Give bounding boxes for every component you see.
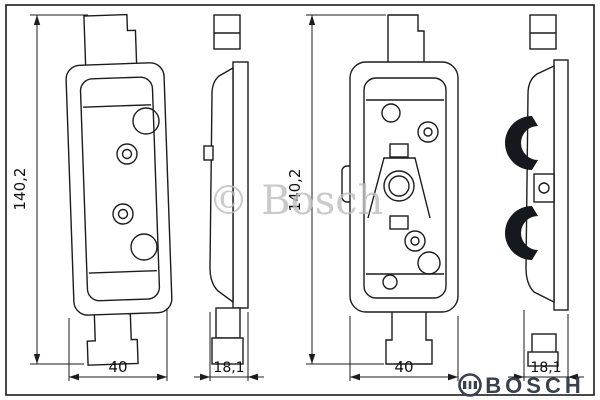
- pad2-height-label: 140,2: [286, 169, 304, 212]
- pad2-hole-bottom: [417, 251, 441, 275]
- pad1-side-view: [203, 14, 249, 365]
- pad2-height-dimension: 140,2: [286, 14, 386, 365]
- pad2-spring-wire: [367, 157, 431, 219]
- pad1-side-foot: [211, 337, 244, 365]
- pad1-thickness-label: 18,1: [213, 360, 244, 376]
- pad1-side-friction: [209, 66, 234, 304]
- pad1-front-view: [65, 13, 173, 366]
- pad2-rivet-upper: [417, 121, 439, 143]
- pad2-clip-lower: [389, 215, 409, 230]
- pad2-side-bracket: [533, 173, 555, 203]
- pad2-spring-clip-top: [505, 116, 538, 170]
- pad2-front-view: [341, 14, 459, 365]
- pad1-hole-bottom: [130, 233, 158, 261]
- pad1-side-lug: [203, 145, 214, 161]
- pad2-top-tab: [387, 14, 425, 66]
- pad1-width-dimension: 40: [68, 308, 168, 381]
- pad1-width-label: 40: [108, 358, 127, 376]
- pad2-side-top-tab: [529, 14, 557, 50]
- pad1-rivet-upper: [116, 143, 138, 165]
- pad1-top-tab: [83, 13, 138, 72]
- pad2-side-foot: [527, 351, 559, 367]
- pad2-bottom-tab: [385, 310, 433, 365]
- bosch-logo-text: BOSCH: [485, 373, 584, 398]
- pad2-thickness-label: 18,1: [530, 360, 561, 376]
- pad2-hole-top: [381, 103, 401, 123]
- watermark: © Bosch: [209, 178, 384, 224]
- pad2-side-bottom-tab: [531, 333, 557, 355]
- pad2-clip-upper: [389, 143, 409, 158]
- pad2-side-bracket-hole: [538, 182, 550, 194]
- pad2-side-view: [505, 14, 569, 367]
- pad2-rivet-lower: [404, 230, 426, 252]
- pad2-width-dimension: 40: [349, 316, 459, 381]
- pad2-thickness-dimension: 18,1: [508, 310, 584, 381]
- pad1-rivet-lower: [112, 203, 134, 225]
- pad1-height-label: 140,2: [11, 168, 29, 211]
- bosch-armature-icon: [458, 373, 482, 397]
- pad1-hole-top: [132, 107, 160, 135]
- pad2-width-label: 40: [394, 358, 413, 376]
- pad1-bottom-tab: [86, 309, 139, 366]
- pad1-side-top-tab: [213, 14, 241, 50]
- pad1-height-dimension: 140,2: [11, 14, 88, 365]
- pad1-thickness-dimension: 18,1: [194, 312, 264, 381]
- pad2-side-backing-plate: [553, 59, 569, 311]
- pad2-small-hole: [382, 274, 398, 290]
- pad2-spring-clip-bottom: [505, 206, 538, 260]
- pad1-friction-pad: [79, 76, 161, 302]
- bosch-logo: BOSCH: [458, 373, 584, 398]
- pad1-side-bottom-tab: [215, 307, 241, 339]
